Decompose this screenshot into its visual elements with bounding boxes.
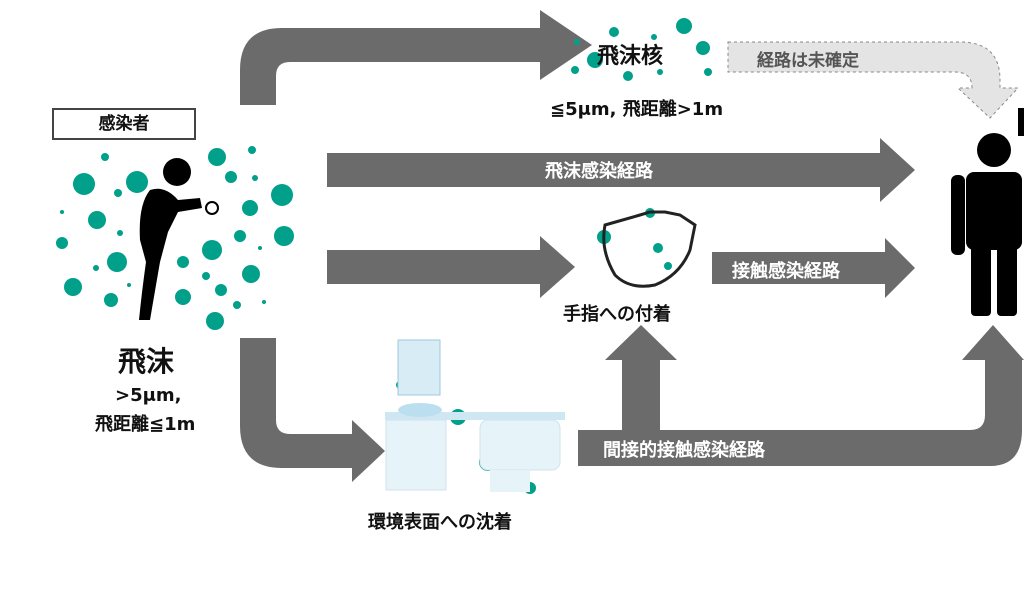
droplet-route-label: 飛沫感染経路	[545, 161, 653, 182]
route-unconfirmed-label: 経路は未確定	[757, 51, 859, 71]
droplet-dot	[258, 246, 262, 250]
droplet-dot	[271, 184, 293, 206]
droplet-distance: 飛距離≦1m	[95, 414, 196, 435]
droplet-dot	[676, 18, 692, 34]
indirect-contact-route-label: 間接的接触感染経路	[603, 440, 765, 461]
droplet-dot	[56, 237, 68, 249]
droplet-dot	[234, 230, 246, 242]
droplet-dot	[233, 301, 241, 309]
droplet-dot	[657, 69, 663, 75]
arrow-to-hand	[327, 236, 575, 298]
infected-label: 感染者	[52, 108, 196, 140]
droplet-nuclei-title: 飛沫核	[597, 44, 664, 69]
hand-icon	[602, 210, 697, 288]
droplet-dot	[623, 71, 633, 81]
droplet-dot	[664, 262, 672, 270]
droplet-dot	[126, 171, 148, 193]
droplet-dot	[114, 189, 122, 197]
droplet-dot	[64, 278, 82, 296]
arrow-droplet-route	[327, 138, 915, 202]
droplet-dot	[704, 68, 712, 76]
droplet-dot	[177, 256, 189, 268]
droplet-title: 飛沫	[118, 345, 175, 378]
droplet-dot	[574, 39, 580, 45]
droplet-dot	[202, 272, 210, 280]
droplet-dot	[127, 283, 131, 287]
cropped-element	[1018, 108, 1024, 136]
droplet-dot	[571, 66, 579, 74]
droplet-dot	[651, 34, 657, 40]
surface-deposit-label: 環境表面への沈着	[368, 512, 512, 533]
droplet-dot	[117, 230, 123, 236]
hand-attach-label: 手指への付着	[563, 304, 671, 325]
droplet-dot	[587, 52, 603, 68]
droplet-dot	[104, 293, 118, 307]
arrow-contact-route	[712, 238, 915, 298]
droplet-dot	[225, 171, 237, 183]
droplet-dot	[248, 146, 256, 154]
droplet-dot	[252, 175, 258, 181]
droplet-dot	[274, 226, 294, 246]
droplet-dot	[101, 153, 109, 161]
droplet-dot	[202, 240, 222, 260]
person-icon	[951, 133, 1022, 316]
droplet-dot	[208, 148, 226, 166]
droplet-dot	[242, 265, 260, 283]
coughing-person-icon	[139, 158, 219, 320]
droplet-dot	[262, 300, 266, 304]
droplet-dot	[206, 312, 224, 330]
droplet-nuclei-spec: ≦5μm, 飛距離>1m	[550, 99, 724, 120]
droplet-dot	[88, 211, 106, 229]
droplet-dot	[73, 173, 95, 195]
droplet-dot	[60, 210, 64, 214]
arrow-to-droplet-nuclei	[240, 10, 592, 105]
droplet-cloud	[56, 18, 712, 494]
washroom-icon	[385, 339, 565, 492]
droplet-dot	[653, 243, 663, 253]
arrow-unconfirmed-route	[727, 41, 1020, 119]
droplet-dot	[93, 265, 99, 271]
droplet-dot	[609, 27, 619, 37]
droplet-size: >5μm,	[115, 385, 182, 406]
droplet-dot	[242, 200, 258, 216]
contact-route-label: 接触感染経路	[732, 261, 840, 282]
droplet-dot	[107, 252, 127, 272]
arrow-to-surface	[240, 338, 385, 482]
droplet-dot	[696, 41, 710, 55]
droplet-dot	[215, 284, 227, 296]
arrow-indirect-contact-route	[578, 325, 1024, 466]
droplet-dot	[175, 289, 191, 305]
